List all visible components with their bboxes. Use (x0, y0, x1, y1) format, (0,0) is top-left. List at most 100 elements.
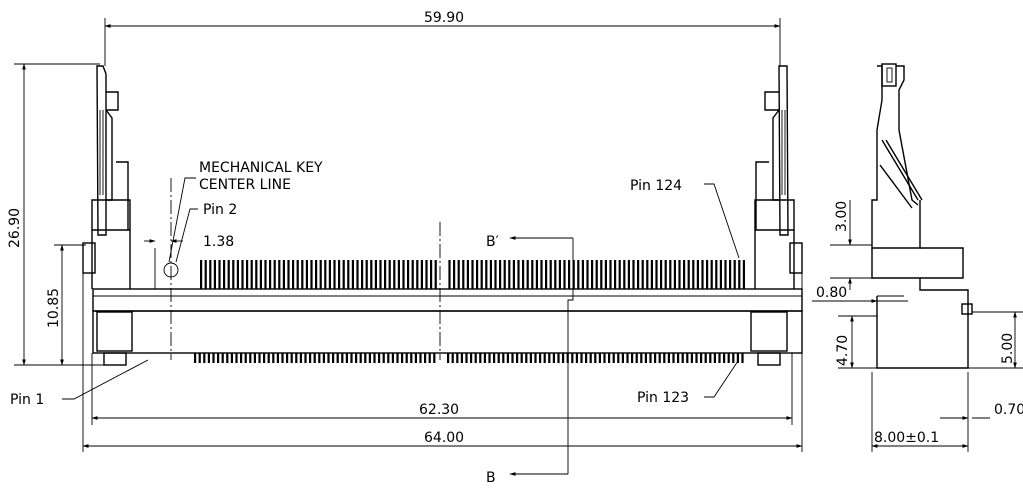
upper-pin (471, 260, 474, 289)
svg-text:62.30: 62.30 (419, 402, 459, 418)
upper-pin (227, 260, 230, 289)
upper-pin (660, 260, 663, 289)
lower-pin (368, 353, 371, 363)
upper-pin (641, 260, 644, 289)
upper-pin (673, 260, 676, 289)
upper-pin (710, 260, 713, 289)
lower-pin (723, 353, 726, 363)
lower-pin (373, 353, 376, 363)
upper-pin (296, 260, 299, 289)
lower-pin (419, 353, 422, 363)
upper-pin (430, 260, 433, 289)
lower-pin (488, 353, 491, 363)
dim-0-70: 0.70 (940, 372, 1023, 424)
connector-body (92, 288, 803, 312)
upper-pin (549, 260, 552, 289)
lower-pin (391, 353, 394, 363)
lower-pin (741, 353, 744, 363)
lower-pin (603, 353, 606, 363)
upper-pin (729, 260, 732, 289)
lower-pin (700, 353, 703, 363)
lower-pin (709, 353, 712, 363)
svg-text:26.90: 26.90 (7, 208, 23, 248)
upper-pin (503, 260, 506, 289)
upper-pin (595, 260, 598, 289)
lower-pin (281, 353, 284, 363)
lower-pin (617, 353, 620, 363)
lower-pin (525, 353, 528, 363)
lower-pin (359, 353, 362, 363)
upper-pin (572, 260, 575, 289)
upper-pin (236, 260, 239, 289)
lower-pin (318, 353, 321, 363)
svg-text:10.85: 10.85 (46, 288, 62, 328)
svg-text:8.00±0.1: 8.00±0.1 (874, 430, 939, 446)
lower-pin (217, 353, 220, 363)
lower-pin (345, 353, 348, 363)
upper-pin (301, 260, 304, 289)
upper-pin (508, 260, 511, 289)
upper-pin (724, 260, 727, 289)
upper-pin (692, 260, 695, 289)
svg-text:64.00: 64.00 (424, 430, 464, 446)
lower-pin (258, 353, 261, 363)
lower-pin (557, 353, 560, 363)
lower-pin (608, 353, 611, 363)
upper-pin (246, 260, 249, 289)
lower-pin (644, 353, 647, 363)
dim-4-70: 4.70 (835, 315, 877, 369)
lower-pin (529, 353, 532, 363)
upper-pin (664, 260, 667, 289)
lower-pin (690, 353, 693, 363)
lower-pin (433, 353, 436, 363)
upper-pin (526, 260, 529, 289)
pin-124-note: Pin 124 (630, 178, 740, 259)
lower-pin (396, 353, 399, 363)
upper-pin (347, 260, 350, 289)
upper-pin (365, 260, 368, 289)
lower-pin (612, 353, 615, 363)
left-latch (82, 65, 133, 366)
lower-pin (621, 353, 624, 363)
dim-64-00: 64.00 (82, 430, 803, 448)
svg-text:3.00: 3.00 (834, 201, 850, 232)
lower-pin (640, 353, 643, 363)
upper-pin (733, 260, 736, 289)
lower-pin (649, 353, 652, 363)
upper-pin (269, 260, 272, 289)
upper-pin (255, 260, 258, 289)
upper-pin (315, 260, 318, 289)
lower-pin (506, 353, 509, 363)
upper-pin (480, 260, 483, 289)
upper-pin (241, 260, 244, 289)
upper-pin (637, 260, 640, 289)
upper-pin (591, 260, 594, 289)
upper-pin (632, 260, 635, 289)
svg-text:0.80: 0.80 (816, 285, 847, 301)
lower-pin (447, 353, 450, 363)
lower-pin (460, 353, 463, 363)
upper-pin (351, 260, 354, 289)
upper-pin (356, 260, 359, 289)
upper-pin (678, 260, 681, 289)
lower-pin (493, 353, 496, 363)
upper-pin (494, 260, 497, 289)
upper-pin (476, 260, 479, 289)
upper-pin (627, 260, 630, 289)
section-bottom-label: B (486, 470, 496, 486)
lower-pin (263, 353, 266, 363)
lower-pin (405, 353, 408, 363)
upper-pin (577, 260, 580, 289)
upper-pin (696, 260, 699, 289)
upper-pin (310, 260, 313, 289)
lower-pin (428, 353, 431, 363)
lower-pin (198, 353, 201, 363)
lower-pin (456, 353, 459, 363)
lower-pin (203, 353, 206, 363)
upper-pin (397, 260, 400, 289)
svg-text:CENTER LINE: CENTER LINE (199, 177, 291, 193)
lower-pin (686, 353, 689, 363)
upper-pin (264, 260, 267, 289)
dim-1-38: 1.38 (144, 234, 234, 250)
svg-text:59.90: 59.90 (424, 10, 464, 26)
